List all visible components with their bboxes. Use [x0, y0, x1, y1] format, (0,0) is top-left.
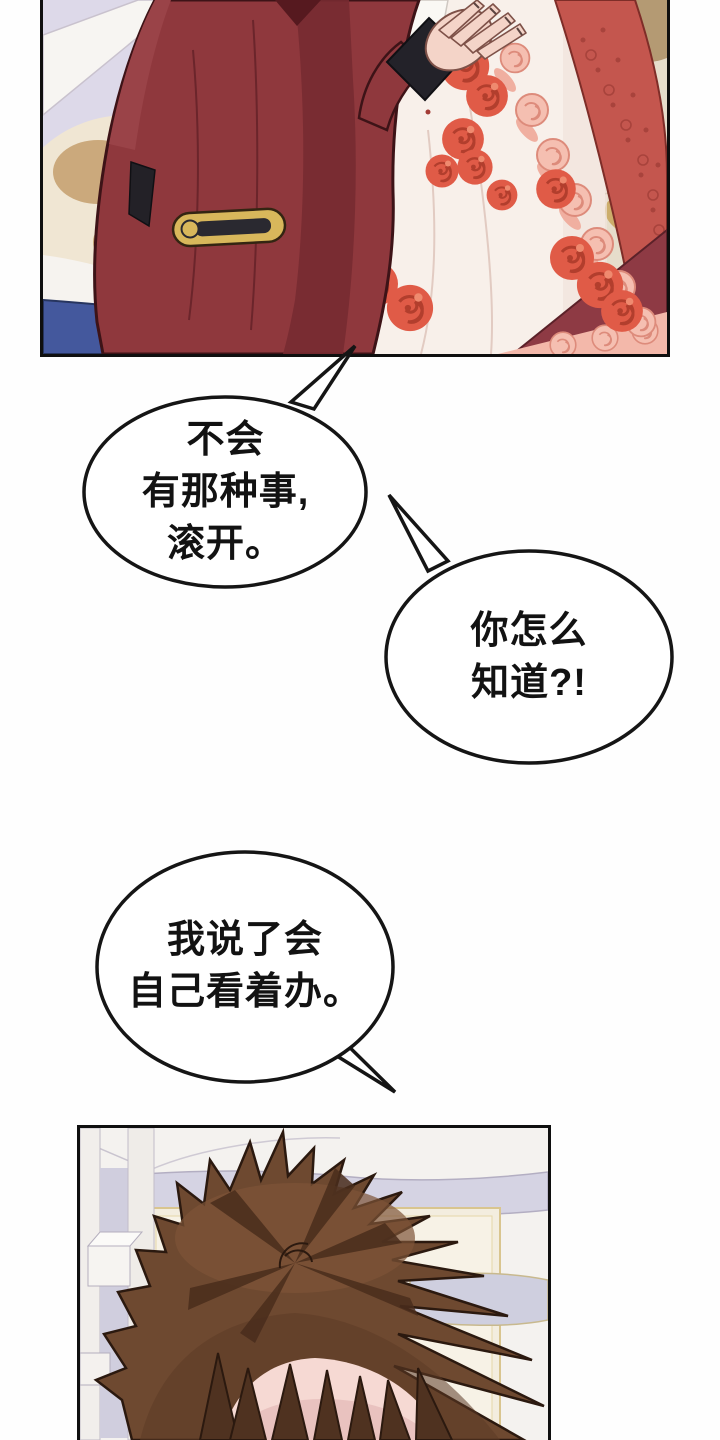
bubble-3-line-1: 我说了会 [166, 919, 323, 961]
bubble-2-line-2: 知道?! [471, 662, 587, 704]
bubble-2-line-1: 你怎么 [470, 610, 588, 652]
speech-bubble-1: 不会 有那种事, 滚开。 [85, 412, 366, 572]
hair-bangs [198, 1352, 454, 1440]
comic-panel-bottom [77, 1125, 551, 1440]
speech-bubble-3: 我说了会 自己看着办。 [97, 908, 393, 1024]
belt-buckle [171, 207, 287, 248]
speech-bubble-2: 你怎么 知道?! [387, 604, 671, 710]
gloved-hand [128, 160, 156, 228]
bubble-3-line-2: 自己看着办。 [127, 971, 362, 1013]
bubble-1-line-3: 滚开。 [166, 523, 284, 565]
bubble-1-line-1: 不会 [186, 419, 265, 461]
bottom-panel-illustration [80, 1128, 548, 1440]
collar [275, 0, 321, 26]
hair-whorl [278, 1242, 313, 1269]
comic-panel-top [40, 0, 670, 357]
bubble-1-line-2: 有那种事, [141, 471, 310, 513]
top-panel-illustration [43, 0, 667, 354]
reaching-hand [424, 0, 527, 72]
groom-figure [93, 0, 527, 354]
